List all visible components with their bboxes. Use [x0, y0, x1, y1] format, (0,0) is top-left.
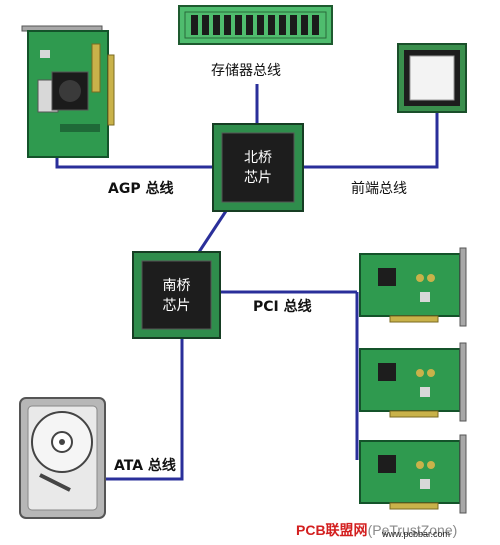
pci-card-icon: [359, 434, 467, 514]
hard-disk-icon: [19, 397, 106, 519]
north-bridge-label-line1: 北桥: [244, 150, 272, 166]
fsb-label: 前端总线: [351, 181, 407, 197]
pci-card-icon: [359, 247, 467, 327]
agp-bus-line: [55, 158, 213, 169]
memory-bus-label: 存储器总线: [211, 63, 281, 79]
agp-graphics-card-icon: [21, 25, 115, 158]
north-south-link-line: [197, 210, 228, 253]
memory-module-icon: [178, 5, 333, 45]
fsb-line: [303, 112, 439, 169]
ata-bus-label: ATA 总线: [114, 458, 176, 474]
ata-bus-line: [105, 338, 184, 481]
watermark-source: (PeTrustZone): [367, 522, 458, 538]
south-bridge-label: 南桥 芯片: [142, 276, 211, 316]
pci-bus-label: PCI 总线: [253, 299, 312, 315]
south-bridge-chip: [132, 251, 221, 339]
cpu-icon: [397, 43, 467, 113]
watermark: PCB联盟网(PeTrustZone) www.pcbbar.com: [296, 520, 500, 542]
watermark-url: www.pcbbar.com: [382, 529, 451, 539]
south-bridge-label-line1: 南桥: [162, 278, 191, 294]
north-bridge-chip: [212, 123, 304, 212]
watermark-brand: PCB联盟网: [296, 522, 368, 538]
north-bridge-label-line2: 芯片: [244, 170, 272, 186]
bus-lines: [55, 84, 439, 481]
agp-bus-label: AGP 总线: [108, 181, 174, 197]
south-bridge-label-line2: 芯片: [162, 298, 191, 314]
pci-card-icon: [359, 342, 467, 422]
north-bridge-label: 北桥 芯片: [222, 148, 294, 188]
